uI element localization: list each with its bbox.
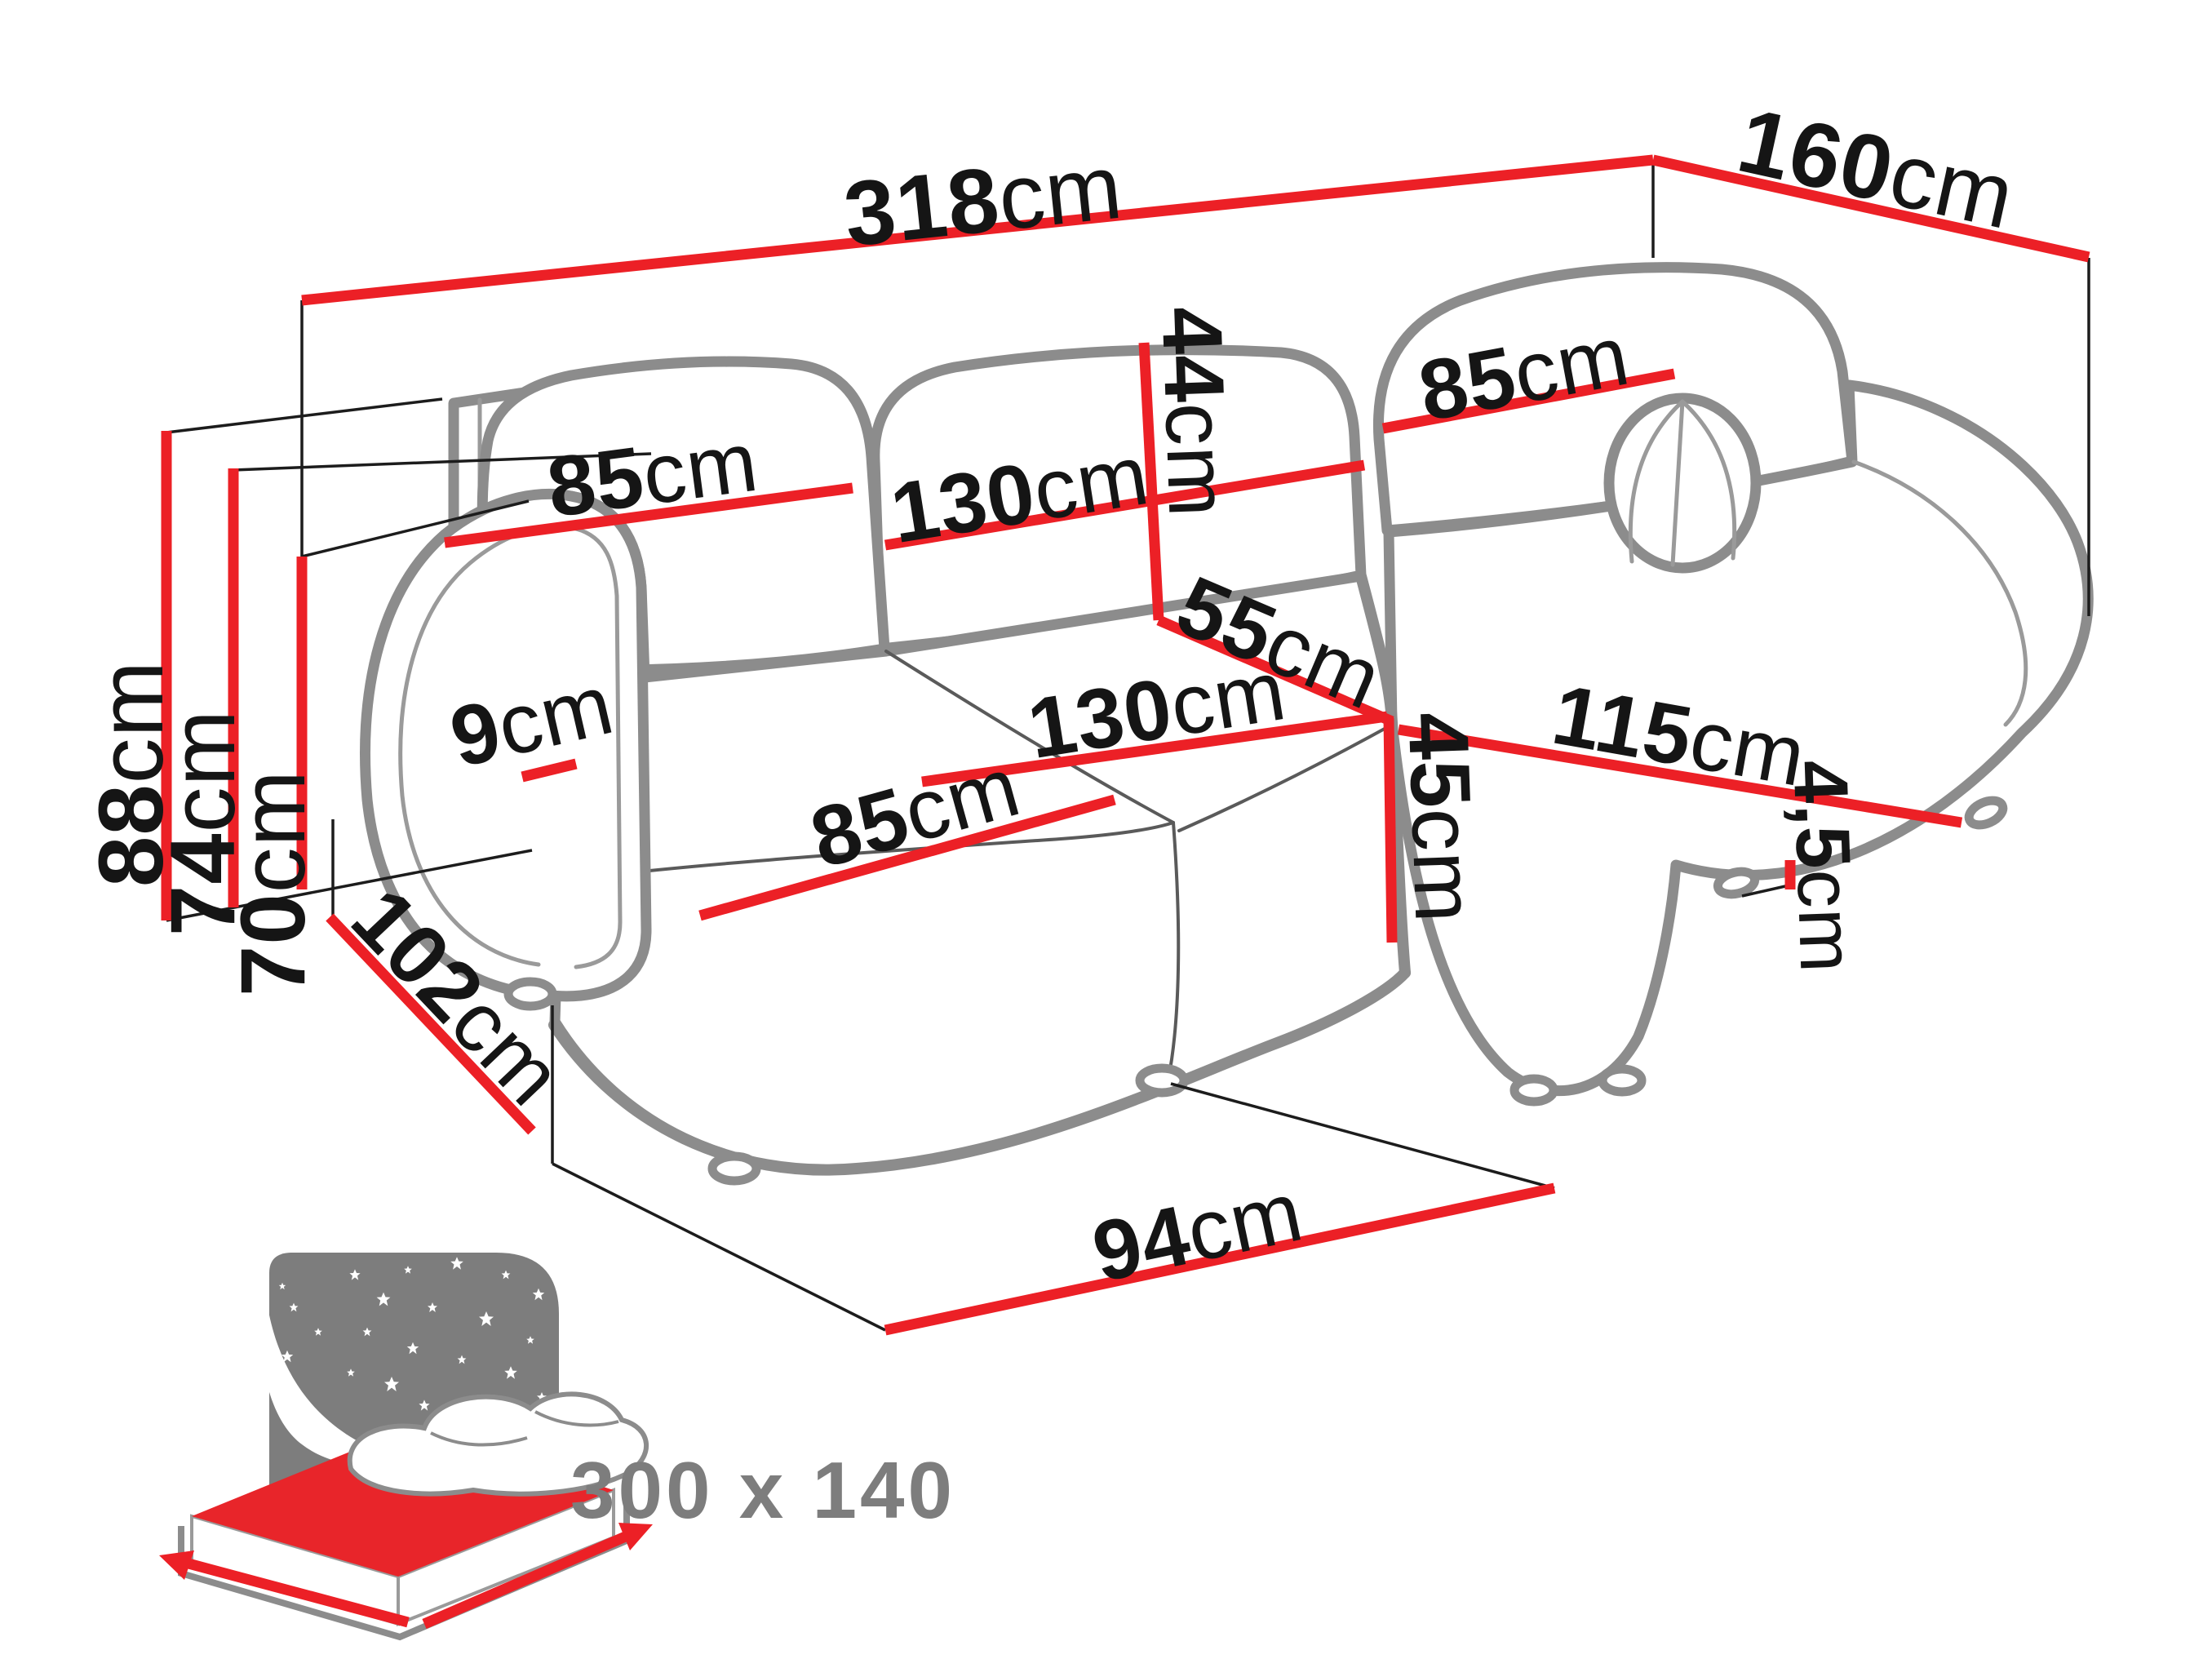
left-armrest <box>360 489 652 1002</box>
dim-total-depth: 160cm <box>1651 88 2090 263</box>
seat-front-bottom-edge <box>548 967 1411 1176</box>
foot-seat-left <box>707 1151 761 1186</box>
moon-crescent <box>257 1263 408 1466</box>
foot-chaise-right <box>1964 796 2008 830</box>
dim-height-total: 88cm <box>80 431 182 920</box>
dim-front-width-line <box>884 1182 1556 1336</box>
dim-backrest-right: 85cm <box>1381 308 1676 440</box>
dim-armrest-edge-line <box>521 758 578 783</box>
dim-chaise-length-line <box>1397 724 1963 828</box>
dim-total-depth-line <box>1651 154 2090 263</box>
ext-floor-left <box>166 849 533 922</box>
dim-backrest-left-line <box>444 482 853 548</box>
dim-backrest-height: 44cm <box>1138 305 1246 621</box>
ext-88-top <box>166 397 443 434</box>
bed-width-arrow-line <box>175 1555 410 1628</box>
ext-94-left <box>552 1162 886 1332</box>
dim-foot-height-label: 4,5cm <box>1778 759 1871 975</box>
dim-height-back-label: 74cm <box>152 709 254 936</box>
dim-depth-side-line <box>326 913 536 1135</box>
dim-backrest-middle-label: 130cm <box>884 428 1155 561</box>
dim-foot-height: 4,5cm <box>1778 759 1871 975</box>
dim-total-width-label: 318cm <box>840 135 1127 265</box>
dim-seat-middle-line <box>921 711 1388 787</box>
dim-backrest-right-line <box>1381 368 1676 434</box>
dim-backrest-right-label: 85cm <box>1412 308 1636 439</box>
dim-total-width: 318cm <box>301 135 1654 306</box>
dim-total-depth-label: 160cm <box>1730 88 2024 247</box>
chaise-and-right-arm <box>1383 379 2094 1097</box>
sleeping-function-icon: 300 x 140 <box>159 1253 955 1641</box>
dim-seat-left-line <box>698 794 1116 921</box>
dim-front-width: 94cm <box>884 1164 1556 1336</box>
left-armrest-piping <box>398 524 623 969</box>
dim-backrest-middle-line <box>884 459 1366 551</box>
dim-front-width-label: 94cm <box>1085 1164 1311 1300</box>
dim-chaise-length-label: 115cm <box>1546 668 1813 805</box>
dim-seat-middle: 130cm <box>921 643 1388 787</box>
sleeping-area-size-label: 300 x 140 <box>570 1445 955 1535</box>
dim-chaise-length: 115cm <box>1397 668 1963 828</box>
bed-size-arrows <box>159 1523 653 1629</box>
dim-seat-front-height: 45cm <box>1383 711 1492 943</box>
bed-length-arrow-line <box>422 1528 637 1629</box>
dim-seat-middle-label: 130cm <box>1022 643 1292 777</box>
ball-pillow <box>1603 393 1762 574</box>
ext-70-top <box>301 499 530 558</box>
seat-left-middle-seam <box>884 650 1181 1080</box>
right-arm-inner-edge <box>1851 459 2028 727</box>
sofa-line-art <box>360 262 2094 1186</box>
duvet-folds <box>430 1410 619 1447</box>
dim-backrest-left-label: 85cm <box>542 415 763 536</box>
foot-chaise-front-right <box>1598 1064 1647 1097</box>
ext-foot-height <box>1741 885 1786 898</box>
seat-middle-front-edge <box>1177 723 1394 832</box>
dim-height-total-label: 88cm <box>80 660 182 887</box>
bed-width-arrowhead <box>159 1550 194 1580</box>
bed-length-arrowhead <box>618 1523 653 1550</box>
ext-74-top <box>233 452 652 472</box>
dim-backrest-height-line <box>1138 342 1164 621</box>
ball-pillow-seams <box>1628 399 1737 567</box>
dimension-annotations: 318cm 160cm 88cm 74cm 70cm 85cm 130cm <box>80 88 2090 1336</box>
foot-chaise-side <box>1713 867 1760 899</box>
dim-seat-front-height-label: 45cm <box>1390 711 1492 925</box>
dim-total-width-line <box>301 154 1654 306</box>
ext-94-right <box>1170 1082 1555 1190</box>
foot-armrest <box>503 977 557 1011</box>
dim-seat-front-height-line <box>1383 717 1398 943</box>
dim-height-back: 74cm <box>152 468 254 936</box>
dim-backrest-middle: 130cm <box>884 428 1366 561</box>
foot-chaise-front-left <box>1509 1074 1558 1107</box>
dim-backrest-height-label: 44cm <box>1144 305 1246 519</box>
dim-seat-depth-back-line <box>1156 615 1394 726</box>
dim-height-armrest: 70cm <box>222 557 324 996</box>
foot-seat-middle <box>1135 1063 1189 1098</box>
dim-height-armrest-label: 70cm <box>222 770 324 996</box>
dim-backrest-left: 85cm <box>444 415 853 548</box>
extension-lines <box>166 161 2090 1332</box>
